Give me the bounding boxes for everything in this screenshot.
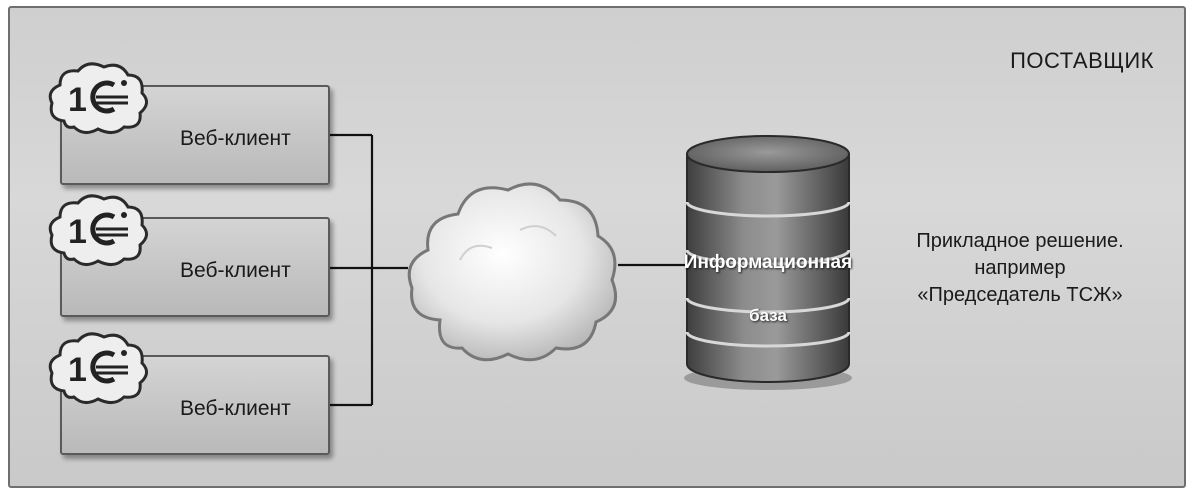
database-label-line1: Информационная [683,252,853,273]
database-icon [684,135,852,390]
application-caption-line3: «Председатель ТСЖ» [917,284,1123,306]
web-client-label: Веб-клиент [180,259,291,282]
web-client-label: Веб-клиент [180,127,291,150]
web-client-label: Веб-клиент [180,397,291,420]
provider-label: ПОСТАВЩИК [1010,48,1154,73]
svg-text:1: 1 [68,213,87,251]
1c-logo-icon: 1 [48,194,148,266]
web-client-box-3: 1 Веб-клиент [48,332,330,455]
cloud-icon [407,182,617,362]
application-caption-line2: например [974,257,1066,279]
1c-logo-icon: 1 [48,62,148,134]
application-caption-line1: Прикладное решение. [916,230,1124,252]
svg-text:1: 1 [68,81,87,119]
web-client-box-2: 1 Веб-клиент [48,194,330,317]
1c-logo-icon: 1 [48,332,148,404]
web-client-box-1: 1 Веб-клиент [48,62,330,185]
database-label-line2: база [749,306,787,325]
svg-text:1: 1 [68,351,87,389]
application-caption: Прикладное решение. например «Председате… [870,228,1170,309]
